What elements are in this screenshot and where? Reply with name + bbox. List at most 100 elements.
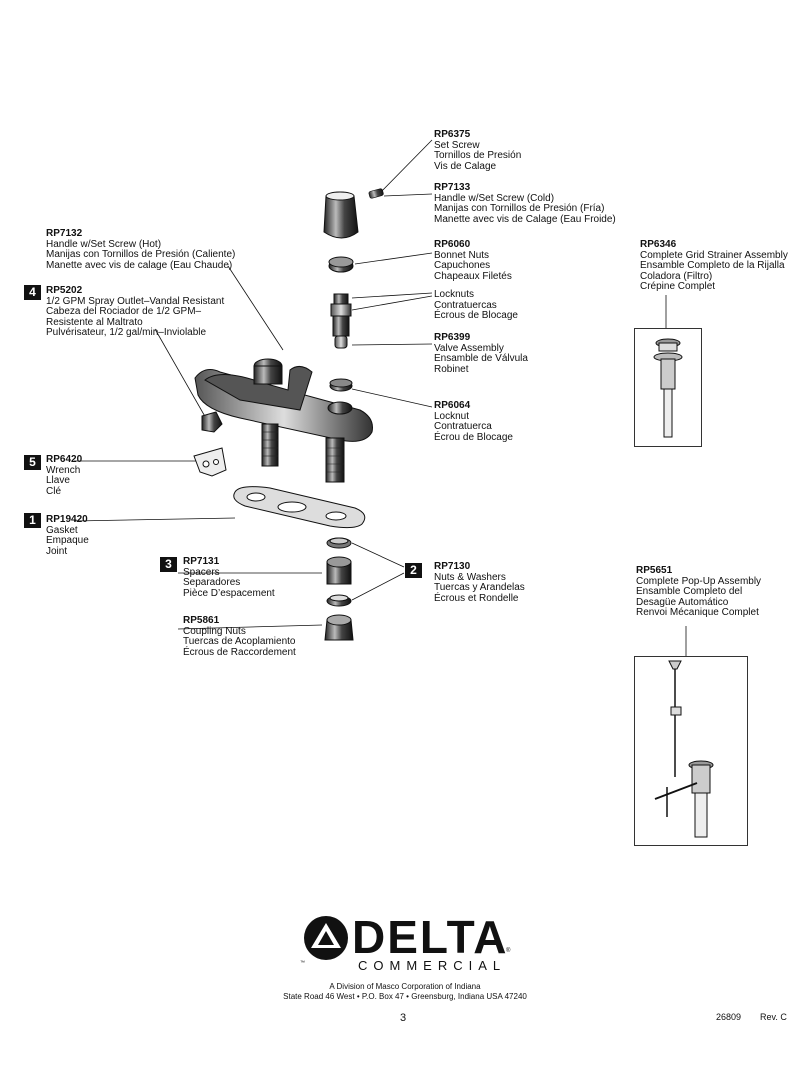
label-rp7132: RP7132 Handle w/Set Screw (Hot) Manijas … bbox=[46, 228, 236, 271]
bonnet-nut-part bbox=[328, 256, 354, 273]
label-line: Chapeaux Filetés bbox=[434, 270, 512, 282]
label-line: Resistente al Maltrato bbox=[46, 316, 143, 328]
revision: Rev. C bbox=[760, 1012, 787, 1022]
label-rp7133: RP7133 Handle w/Set Screw (Cold) Manijas… bbox=[434, 182, 616, 225]
callout-number-4: 4 bbox=[24, 285, 41, 300]
label-line: Handle w/Set Screw (Cold) bbox=[434, 192, 555, 204]
label-line: Écrous de Blocage bbox=[434, 310, 518, 321]
label-locknuts: Locknuts Contratuercas Écrous de Blocage bbox=[434, 289, 518, 322]
label-line: Gasket bbox=[46, 524, 78, 536]
label-line: Nuts & Washers bbox=[434, 571, 506, 583]
label-line: Coupling Nuts bbox=[183, 625, 246, 637]
part-number: RP6060 bbox=[434, 239, 471, 250]
part-number: RP6375 bbox=[434, 129, 471, 140]
part-number: RP5861 bbox=[183, 615, 220, 626]
label-line: Clé bbox=[46, 485, 62, 497]
label-line: Set Screw bbox=[434, 139, 480, 151]
label-line: Contratuerca bbox=[434, 421, 492, 432]
label-line: Cabeza del Rociador de 1/2 GPM– bbox=[46, 306, 202, 317]
label-rp6064: RP6064 Locknut Contratuerca Écrou de Blo… bbox=[434, 400, 513, 443]
label-line: Écrou de Blocage bbox=[434, 431, 513, 443]
label-line: Tuercas de Acoplamiento bbox=[183, 636, 296, 647]
label-line: Valve Assembly bbox=[434, 342, 504, 354]
coupling-nut-part bbox=[324, 614, 354, 641]
part-number: RP7132 bbox=[46, 228, 83, 239]
spray-outlet-part bbox=[201, 411, 223, 433]
logo-brand: DELTA bbox=[352, 911, 509, 963]
label-line: Empaque bbox=[46, 535, 89, 546]
label-line: Manette avec vis de calage (Eau Chaude) bbox=[46, 259, 233, 271]
wrench-part bbox=[193, 447, 227, 477]
part-number: RP7133 bbox=[434, 182, 471, 193]
label-line: Tuercas y Arandelas bbox=[434, 582, 525, 593]
part-number: RP6420 bbox=[46, 454, 83, 465]
part-number: RP7130 bbox=[434, 561, 471, 572]
spacer-part bbox=[326, 556, 352, 585]
part-number: RP5651 bbox=[636, 565, 673, 576]
label-line: Écrous de Raccordement bbox=[183, 646, 296, 658]
grid-strainer-drawing bbox=[653, 338, 683, 438]
callout-number-5: 5 bbox=[24, 455, 41, 470]
label-rp6346: RP6346 Complete Grid Strainer Assembly E… bbox=[640, 239, 788, 293]
set-screw-part bbox=[368, 188, 384, 199]
gasket-part bbox=[233, 486, 366, 529]
label-line: Spacers bbox=[183, 566, 220, 578]
logo-sub: COMMERCIAL bbox=[358, 958, 507, 973]
logo-registered: ® bbox=[506, 948, 511, 954]
label-line: Robinet bbox=[434, 363, 469, 375]
label-line: Ensamble Completo del bbox=[636, 586, 743, 597]
label-rp5202: RP5202 1/2 GPM Spray Outlet–Vandal Resis… bbox=[46, 285, 225, 339]
label-rp6420: RP6420 Wrench Llave Clé bbox=[46, 454, 83, 497]
page-number: 3 bbox=[400, 1012, 407, 1024]
delta-triangle-icon bbox=[304, 916, 348, 960]
callout-number-2: 2 bbox=[405, 563, 422, 578]
footer-line-1: A Division of Masco Corporation of India… bbox=[329, 982, 481, 991]
pop-up-inset bbox=[634, 656, 748, 846]
label-line: Wrench bbox=[46, 464, 81, 476]
washer-part bbox=[326, 537, 352, 549]
label-rp7130: RP7130 Nuts & Washers Tuercas y Arandela… bbox=[434, 561, 525, 604]
label-line: Llave bbox=[46, 475, 70, 486]
part-number: RP19420 bbox=[46, 514, 88, 525]
label-line: Ensamble Completo de la Rijalla bbox=[640, 260, 785, 271]
label-line: Bonnet Nuts bbox=[434, 249, 490, 261]
label-line: Desagüe Automático bbox=[636, 596, 729, 608]
valve-assembly-part bbox=[330, 293, 352, 349]
label-rp5861: RP5861 Coupling Nuts Tuercas de Acoplami… bbox=[183, 615, 296, 658]
part-number: RP6346 bbox=[640, 239, 677, 250]
label-rp6375: RP6375 Set Screw Tornillos de Presión Vi… bbox=[434, 129, 522, 172]
footer-line-2: State Road 46 West • P.O. Box 47 • Green… bbox=[283, 992, 527, 1001]
label-line: Complete Pop-Up Assembly bbox=[636, 575, 762, 587]
label-line: 1/2 GPM Spray Outlet–Vandal Resistant bbox=[46, 295, 225, 307]
callout-number-1: 1 bbox=[24, 513, 41, 528]
label-rp5651: RP5651 Complete Pop-Up Assembly Ensamble… bbox=[636, 565, 762, 619]
label-line: Écrous et Rondelle bbox=[434, 592, 519, 604]
part-number: RP5202 bbox=[46, 285, 83, 296]
faucet-body-part bbox=[194, 358, 373, 483]
label-line: Contratuercas bbox=[434, 299, 497, 311]
footer-address: A Division of Masco Corporation of India… bbox=[240, 982, 570, 1002]
label-line: Ensamble de Válvula bbox=[434, 353, 528, 364]
label-rp6060: RP6060 Bonnet Nuts Capuchones Chapeaux F… bbox=[434, 239, 512, 282]
label-line: Capuchones bbox=[434, 260, 491, 271]
label-line: Crépine Complet bbox=[640, 281, 716, 292]
label-line: Renvoi Mécanique Complet bbox=[636, 607, 759, 618]
label-line: Tornillos de Presión bbox=[434, 150, 522, 161]
locknut-part bbox=[329, 378, 353, 392]
label-rp7131: RP7131 Spacers Separadores Pièce D’espac… bbox=[183, 556, 275, 599]
label-line: Coladora (Filtro) bbox=[640, 270, 713, 282]
callout-number-3: 3 bbox=[160, 557, 177, 572]
part-number: RP6064 bbox=[434, 400, 471, 411]
part-number: RP7131 bbox=[183, 556, 220, 567]
logo-tm: ™ bbox=[300, 960, 305, 966]
label-line: Manijas con Tornillos de Presión (Calien… bbox=[46, 249, 236, 260]
label-line: Locknuts bbox=[434, 289, 475, 300]
document-number: 26809 bbox=[716, 1012, 742, 1022]
cold-handle-part bbox=[323, 191, 359, 239]
label-line: Manijas con Tornillos de Presión (Fría) bbox=[434, 203, 605, 214]
label-line: Pulvérisateur, 1/2 gal/min–Inviolable bbox=[46, 327, 207, 338]
label-line: Handle w/Set Screw (Hot) bbox=[46, 238, 162, 250]
label-line: Pièce D’espacement bbox=[183, 587, 275, 599]
label-line: Vis de Calage bbox=[434, 160, 497, 172]
